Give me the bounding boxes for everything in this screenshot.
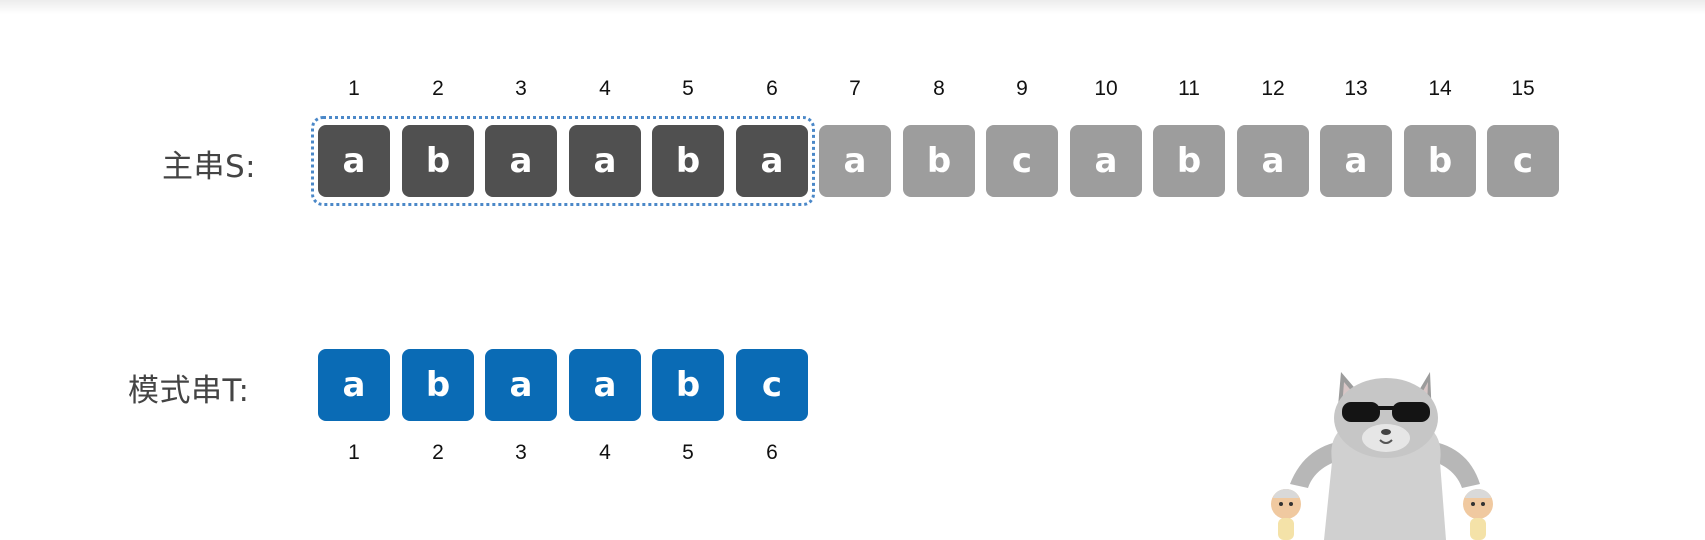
- pattern-index-label: 4: [599, 441, 611, 464]
- main-char-cell: c: [1487, 125, 1559, 197]
- pattern-char-cell: b: [402, 349, 474, 421]
- pattern-index-label: 3: [515, 441, 527, 464]
- main-index-label: 9: [1016, 77, 1028, 100]
- main-index-label: 5: [682, 77, 694, 100]
- main-index-label: 14: [1428, 77, 1452, 100]
- pattern-index-label: 6: [766, 441, 778, 464]
- main-index-label: 8: [933, 77, 945, 100]
- pattern-char-cell: a: [569, 349, 641, 421]
- main-index-label: 6: [766, 77, 778, 100]
- main-string-label: 主串S:: [162, 149, 257, 185]
- pattern-char-cell: a: [485, 349, 557, 421]
- main-index-label: 7: [849, 77, 861, 100]
- pattern-char-cell: c: [736, 349, 808, 421]
- pattern-char-cell: b: [652, 349, 724, 421]
- main-char-cell: a: [1320, 125, 1392, 197]
- main-char-cell: a: [569, 125, 641, 197]
- main-char-cell: a: [1070, 125, 1142, 197]
- main-index-label: 1: [348, 77, 360, 100]
- main-index-label: 11: [1178, 77, 1200, 100]
- main-char-cell: a: [819, 125, 891, 197]
- main-char-cell: a: [485, 125, 557, 197]
- main-index-label: 12: [1261, 77, 1285, 100]
- main-index-label: 4: [599, 77, 611, 100]
- main-index-label: 15: [1511, 77, 1535, 100]
- pattern-index-label: 5: [682, 441, 694, 464]
- main-index-label: 3: [515, 77, 527, 100]
- main-char-cell: b: [1404, 125, 1476, 197]
- main-index-label: 13: [1344, 77, 1368, 100]
- main-char-cell: b: [903, 125, 975, 197]
- cat-with-sunglasses-icon: [1271, 372, 1493, 540]
- main-char-cell: b: [402, 125, 474, 197]
- top-shadow: [0, 0, 1705, 14]
- main-index-label: 2: [432, 77, 444, 100]
- pattern-index-label: 2: [432, 441, 444, 464]
- main-char-cell: a: [318, 125, 390, 197]
- main-char-cell: b: [652, 125, 724, 197]
- pattern-string-label: 模式串T:: [128, 373, 250, 409]
- main-char-cell: a: [736, 125, 808, 197]
- matched-prefix-highlight: [311, 116, 815, 206]
- main-char-cell: a: [1237, 125, 1309, 197]
- main-char-cell: b: [1153, 125, 1225, 197]
- pattern-index-label: 1: [348, 441, 360, 464]
- pattern-char-cell: a: [318, 349, 390, 421]
- main-char-cell: c: [986, 125, 1058, 197]
- main-index-label: 10: [1094, 77, 1118, 100]
